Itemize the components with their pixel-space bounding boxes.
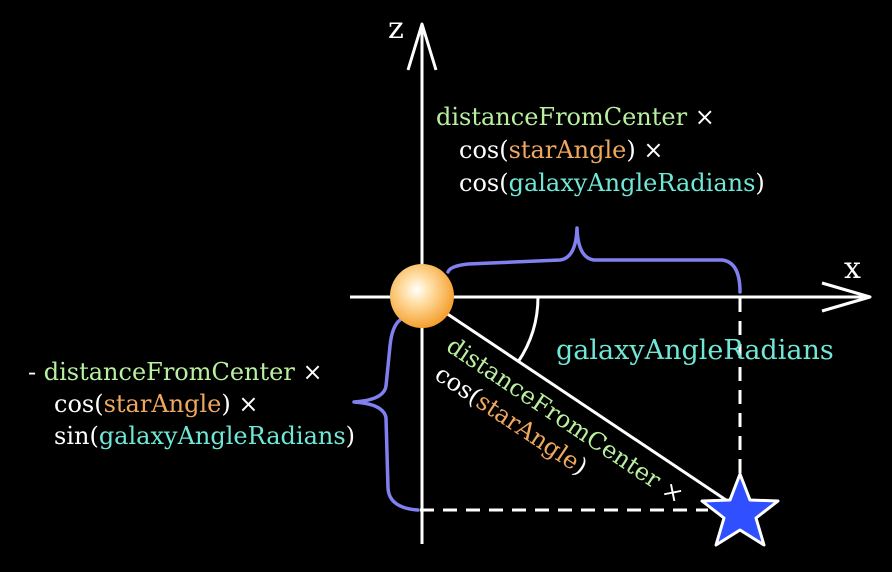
left-formula-line-2: cos(starAngle) × xyxy=(54,390,266,418)
top-formula-line-3: cos(galaxyAngleRadians) xyxy=(459,169,765,197)
left-formula-line-1: - distanceFromCenter × xyxy=(28,358,330,386)
star-icon xyxy=(700,472,780,547)
x-axis-label: x xyxy=(844,251,861,286)
sun-icon xyxy=(390,264,454,328)
z-axis-arrowhead xyxy=(406,22,438,71)
left-formula: - distanceFromCenter × cos(starAngle) × … xyxy=(28,358,355,450)
left-formula-line-3: sin(galaxyAngleRadians) xyxy=(54,422,355,450)
z-axis-label: z xyxy=(388,11,404,46)
top-formula-line-1: distanceFromCenter × xyxy=(436,103,722,131)
top-formula: distanceFromCenter × cos(starAngle) × co… xyxy=(436,103,765,197)
angle-label: galaxyAngleRadians xyxy=(556,335,834,366)
top-formula-line-2: cos(starAngle) × xyxy=(459,136,671,164)
radius-line xyxy=(421,295,739,510)
angle-arc xyxy=(516,296,540,363)
left-brace xyxy=(352,318,420,512)
x-axis-arrowhead xyxy=(821,281,872,313)
top-brace xyxy=(446,226,742,294)
